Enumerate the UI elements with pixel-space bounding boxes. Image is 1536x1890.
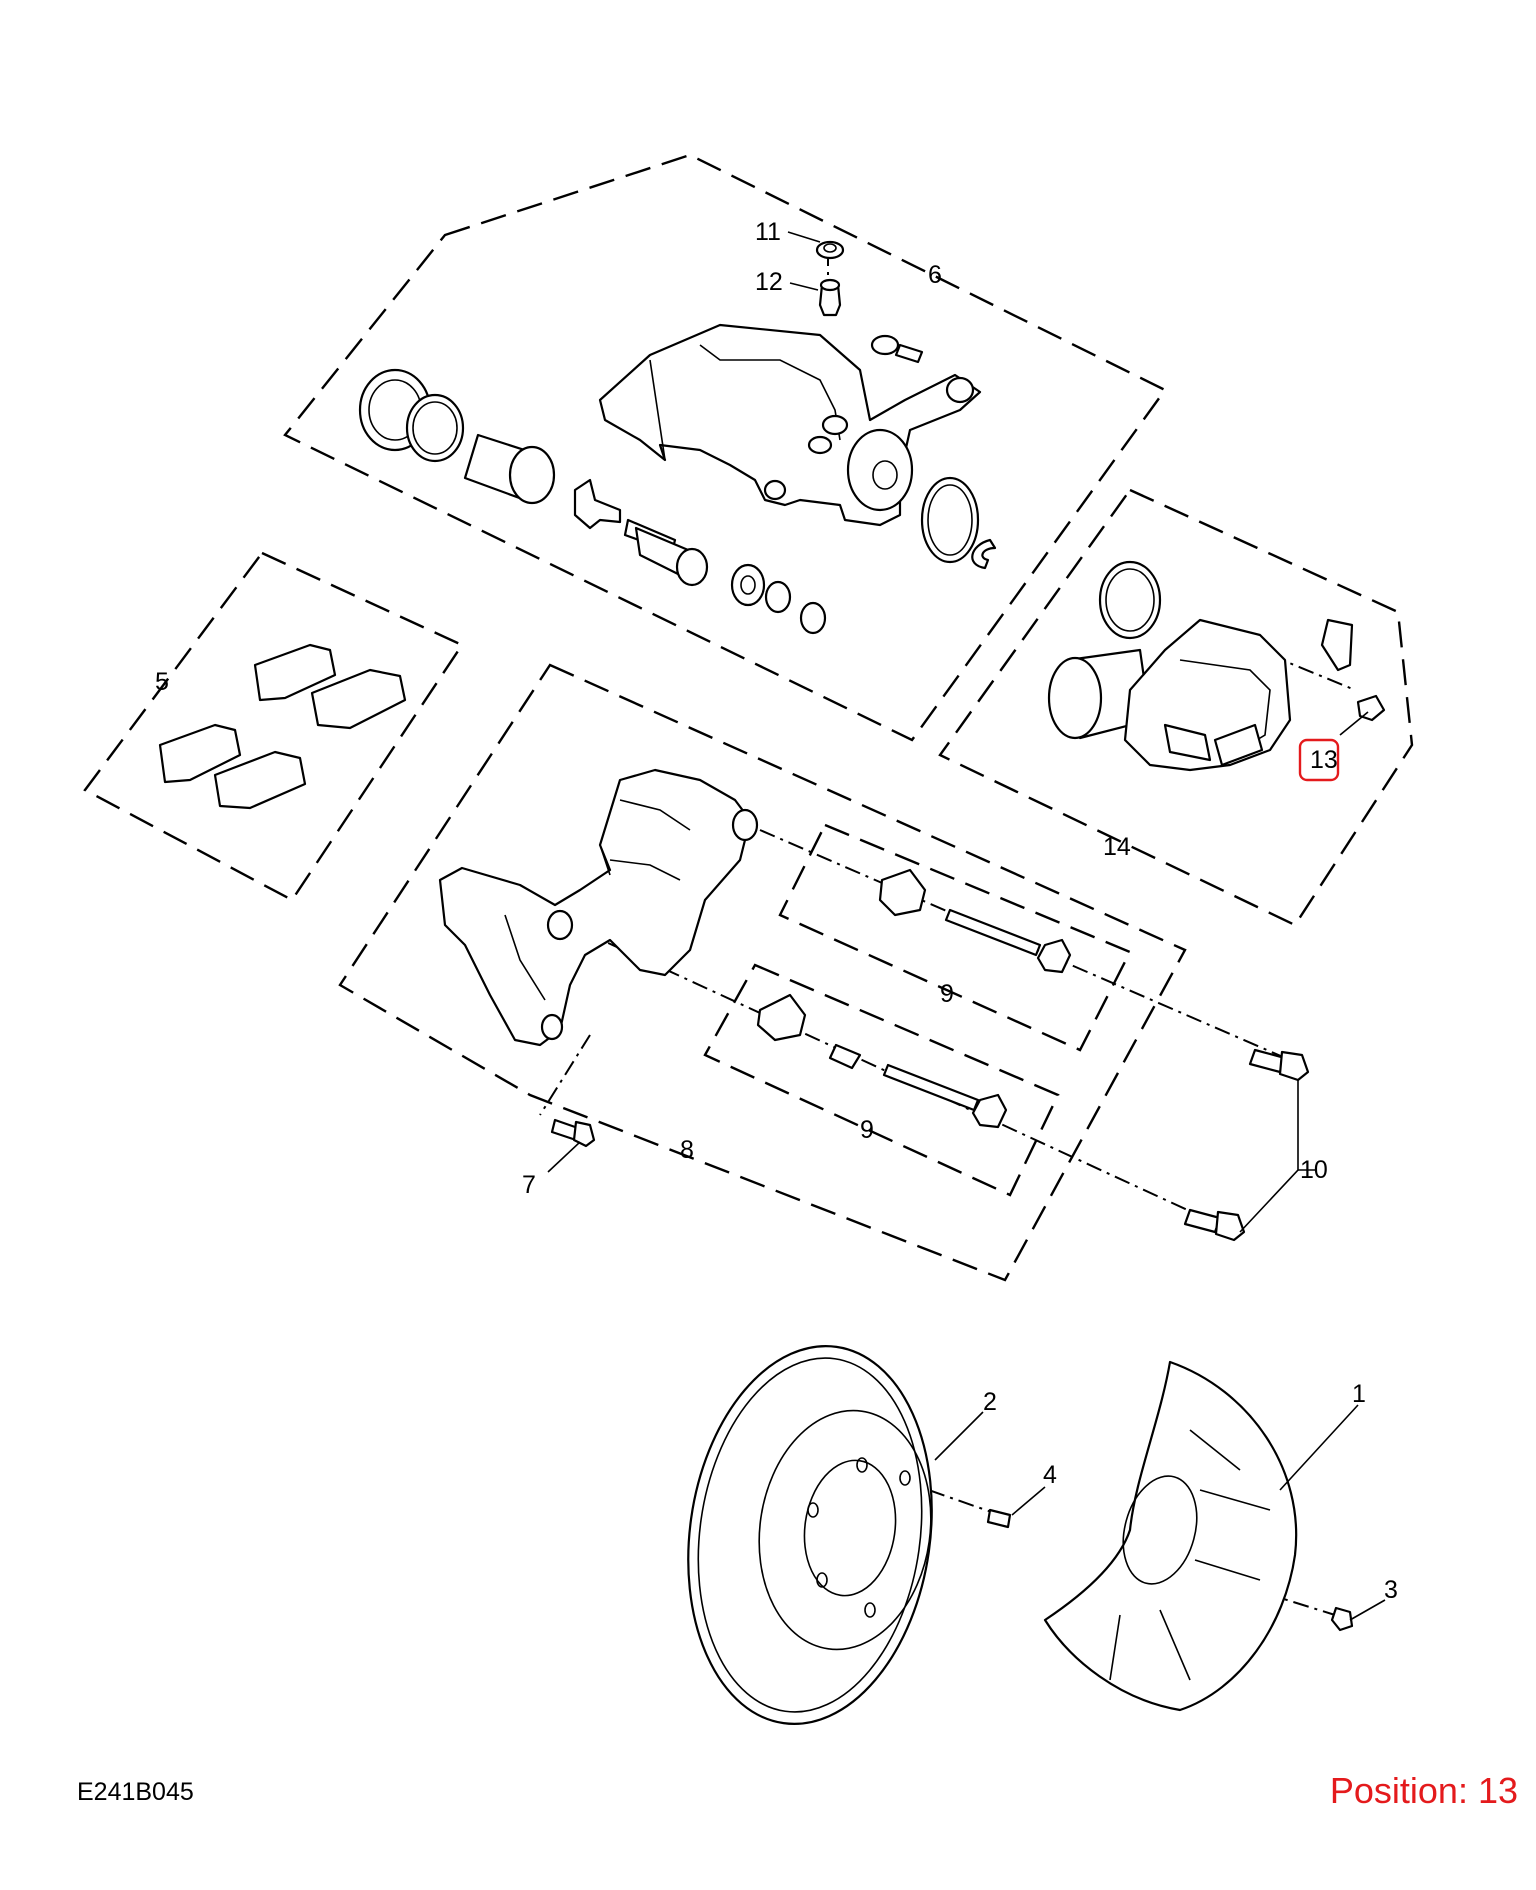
callout-13-highlight bbox=[1298, 738, 1340, 782]
diagram-code: E241B045 bbox=[77, 1778, 194, 1806]
group-outlines bbox=[83, 153, 1414, 1282]
callout-9-lower[interactable]: 9 bbox=[860, 1116, 874, 1144]
carrier-group-outline-8 bbox=[338, 663, 1187, 1282]
slide-pin-outline-9-upper bbox=[778, 823, 1132, 1052]
callout-14[interactable]: 14 bbox=[1103, 833, 1131, 861]
brake-splash-shield bbox=[986, 1360, 1354, 1712]
callout-7[interactable]: 7 bbox=[522, 1171, 536, 1199]
callout-4[interactable]: 4 bbox=[1043, 1461, 1057, 1489]
caliper-seals-and-piston bbox=[358, 368, 997, 635]
callout-1[interactable]: 1 bbox=[1352, 1380, 1366, 1408]
actuator-group-outline-14 bbox=[938, 488, 1414, 927]
brake-pads bbox=[158, 643, 407, 810]
bleeder-parts bbox=[815, 240, 924, 364]
brake-disc bbox=[687, 1345, 933, 1725]
callout-13[interactable]: 13 bbox=[1310, 746, 1338, 774]
callout-5[interactable]: 5 bbox=[155, 668, 169, 696]
caliper-housing bbox=[598, 323, 982, 527]
leader-lines bbox=[547, 231, 1386, 1621]
callout-9-upper[interactable]: 9 bbox=[940, 980, 954, 1008]
guide-bolts bbox=[550, 1048, 1310, 1242]
position-indicator: Position: 13 bbox=[1329, 1770, 1518, 1811]
callout-labels: 1 2 3 4 5 6 7 8 9 9 10 11 12 13 14 bbox=[155, 218, 1398, 1604]
pads-group-outline-5 bbox=[83, 551, 464, 902]
callout-12[interactable]: 12 bbox=[755, 268, 783, 296]
parking-brake-actuator bbox=[1047, 560, 1386, 772]
callout-3[interactable]: 3 bbox=[1384, 1576, 1398, 1604]
assembly-line-shield-bolt bbox=[1174, 1564, 1336, 1616]
assembly-line-screw-7 bbox=[539, 1034, 591, 1116]
callout-8[interactable]: 8 bbox=[680, 1136, 694, 1164]
callout-2[interactable]: 2 bbox=[983, 1388, 997, 1416]
callout-6[interactable]: 6 bbox=[928, 261, 942, 289]
slide-pin-outline-9-lower bbox=[703, 963, 1060, 1197]
caliper-group-outline-6 bbox=[283, 153, 1167, 742]
slide-pins bbox=[756, 868, 1072, 1129]
callout-10[interactable]: 10 bbox=[1300, 1156, 1328, 1184]
caliper-carrier bbox=[438, 768, 759, 1047]
callout-11[interactable]: 11 bbox=[755, 218, 781, 246]
